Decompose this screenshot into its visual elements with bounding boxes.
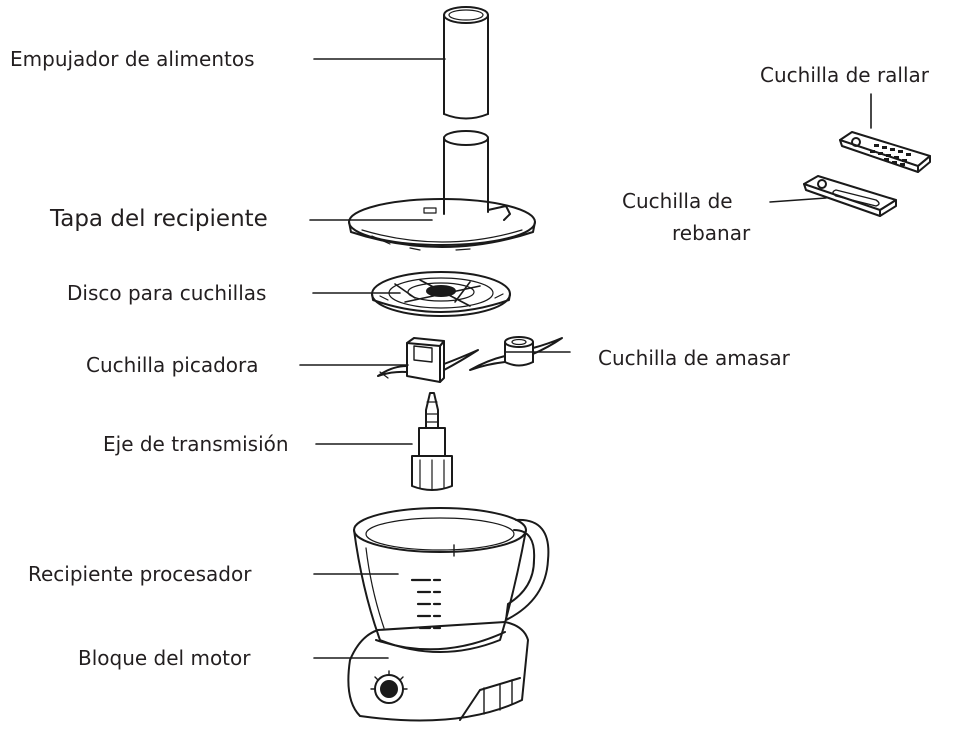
- leader-slicing-blade: [769, 197, 827, 203]
- drive-shaft-drawing: [411, 392, 453, 491]
- label-food-pusher: Empujador de alimentos: [10, 47, 255, 71]
- label-bowl-lid: Tapa del recipiente: [50, 206, 268, 232]
- label-blade-disc: Disco para cuchillas: [67, 281, 267, 305]
- blade-disc-drawing: [371, 271, 511, 317]
- slicing-blade-drawing: [803, 175, 897, 217]
- chopping-blade-drawing: [377, 337, 479, 383]
- food-pusher-drawing: [443, 6, 489, 120]
- processor-bowl-drawing: [353, 507, 550, 653]
- label-chopping-blade: Cuchilla picadora: [86, 353, 259, 377]
- label-slicing-blade-line1: Cuchilla de: [622, 189, 733, 213]
- grater-holes: [870, 144, 911, 166]
- label-processor-bowl: Recipiente procesador: [28, 562, 252, 586]
- bowl-lid-drawing: [348, 130, 536, 251]
- grating-blade-drawing: [839, 131, 931, 173]
- leader-lines: [299, 58, 872, 659]
- label-slicing-blade-line2: rebanar: [672, 221, 751, 245]
- motor-block-drawing: [347, 621, 529, 722]
- label-kneading-blade: Cuchilla de amasar: [598, 346, 790, 370]
- label-motor-block: Bloque del motor: [78, 646, 251, 670]
- measure-marks: [410, 578, 442, 630]
- kneading-blade-drawing: [469, 336, 563, 371]
- label-drive-shaft: Eje de transmisión: [103, 432, 289, 456]
- label-grating-blade: Cuchilla de rallar: [760, 63, 930, 87]
